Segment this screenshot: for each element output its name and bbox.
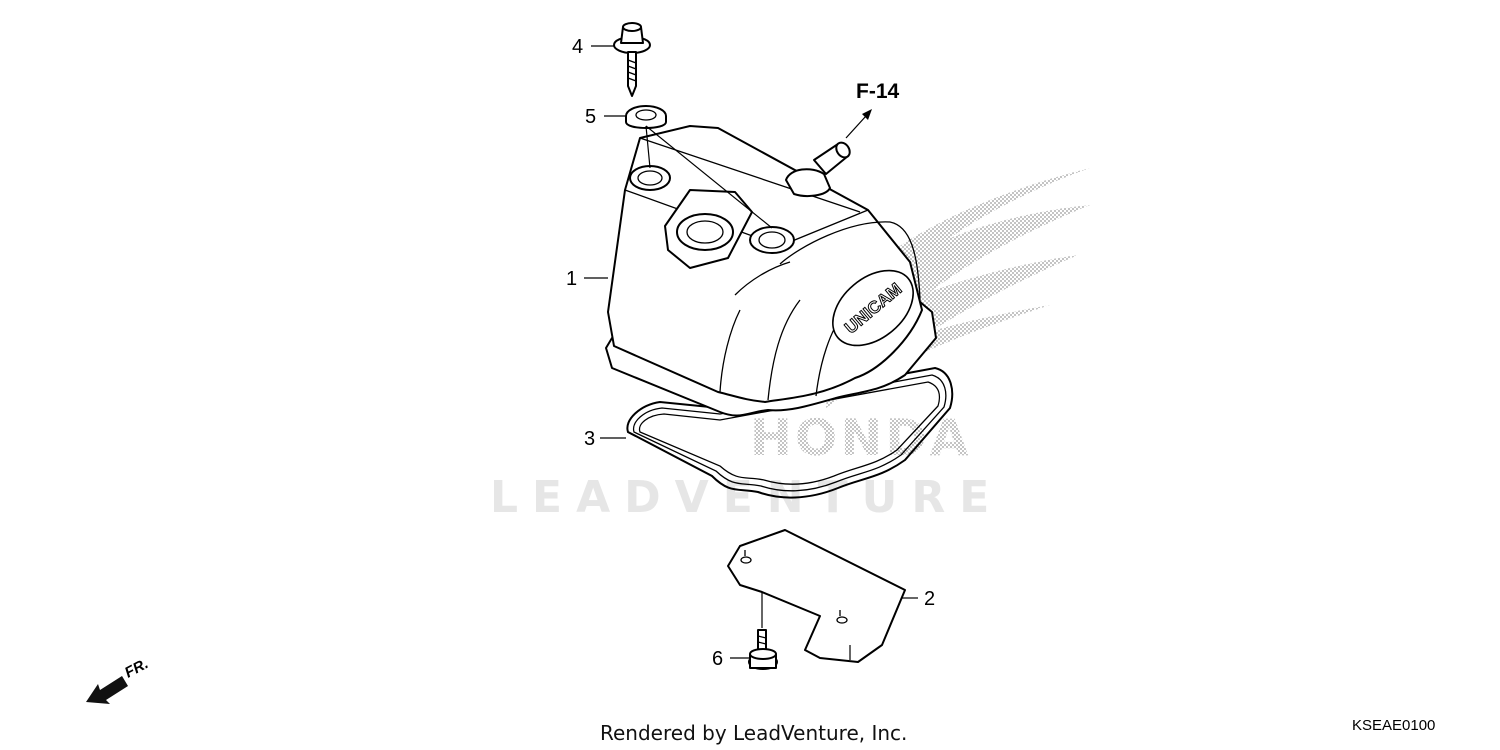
part-3-gasket[interactable] <box>626 366 954 499</box>
callout-4[interactable]: 4 <box>572 36 583 58</box>
rendered-by-credit: Rendered by LeadVenture, Inc. <box>600 721 907 745</box>
callout-6[interactable]: 6 <box>712 648 723 670</box>
callout-2[interactable]: 2 <box>924 588 935 610</box>
part-1-cylinder-head-cover[interactable]: UNICAM <box>605 125 937 417</box>
part-5-washer[interactable] <box>625 105 667 129</box>
f14-reference[interactable]: F-14 <box>845 80 900 139</box>
guide-line <box>645 125 773 229</box>
f14-label[interactable]: F-14 <box>856 80 900 103</box>
part-6-bolt[interactable] <box>748 629 778 670</box>
guide-line <box>645 125 651 169</box>
part-4-bolt[interactable] <box>613 22 651 97</box>
leadventure-watermark: LEADVENTURE <box>490 472 1003 523</box>
callout-1[interactable]: 1 <box>566 268 577 290</box>
honda-watermark-text: HONDA <box>750 409 971 467</box>
front-label: FR. <box>122 655 151 681</box>
front-arrow-icon <box>86 676 128 704</box>
part-2-bracket[interactable] <box>727 529 906 663</box>
arrow-icon <box>862 109 872 120</box>
callout-3[interactable]: 3 <box>584 428 595 450</box>
front-direction-indicator: FR. <box>86 655 151 704</box>
callout-5[interactable]: 5 <box>585 106 596 128</box>
diagram-code: KSEAE0100 <box>1352 717 1435 734</box>
